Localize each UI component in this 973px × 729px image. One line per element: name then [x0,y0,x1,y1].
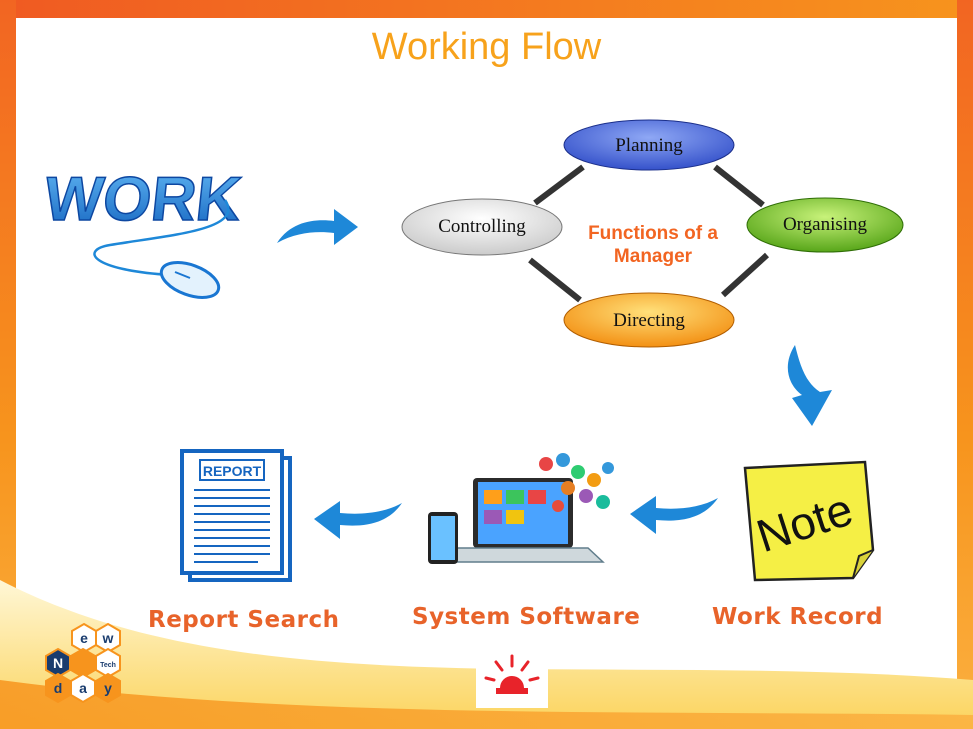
newday-tech-logo: e w N Tech d a y [45,622,121,704]
bottom-wave-decoration [0,580,973,729]
logo-letter-a: a [79,680,87,696]
planning-node [563,119,735,171]
report-header: REPORT [203,463,262,479]
arrow-left-icon-2 [314,501,402,539]
work-mouse-graphic: WORK [40,164,246,299]
laptop-apps-graphic [428,453,614,564]
manager-functions-diagram: Planning Organising Directing Controllin… [401,119,904,348]
note-sticky-icon: Note [743,460,875,582]
logo-letter-n: N [53,655,63,671]
logo-letter-d: d [54,680,63,696]
logo-tech: Tech [100,662,116,669]
frame-left-bar [0,0,16,729]
logo-letter-w: w [102,630,114,646]
arrow-left-icon-1 [630,496,718,534]
directing-node [563,292,735,348]
step-label-work-record: Work Record [712,604,884,630]
organising-label: Organising [783,214,868,235]
report-document-icon: REPORT [180,449,292,582]
work-word: WORK [41,165,245,234]
logo-letter-y: y [104,680,112,696]
frame-right-bar [957,0,973,729]
step-label-system-software: System Software [412,604,641,630]
slide-title: Working Flow [371,26,602,68]
alarm-siren-icon [476,650,548,708]
directing-label: Directing [613,310,685,331]
planning-label: Planning [615,135,683,156]
controlling-node [401,198,563,256]
step-label-report-search: Report Search [148,607,340,633]
center-label-line1: Functions of a [588,223,718,244]
arrow-down-icon [787,345,832,426]
frame-top-bar [0,0,973,18]
arrow-right-icon [277,209,358,245]
center-label-line2: Manager [614,246,693,267]
controlling-label: Controlling [438,216,526,237]
logo-letter-e: e [80,630,88,646]
organising-node [746,197,904,253]
